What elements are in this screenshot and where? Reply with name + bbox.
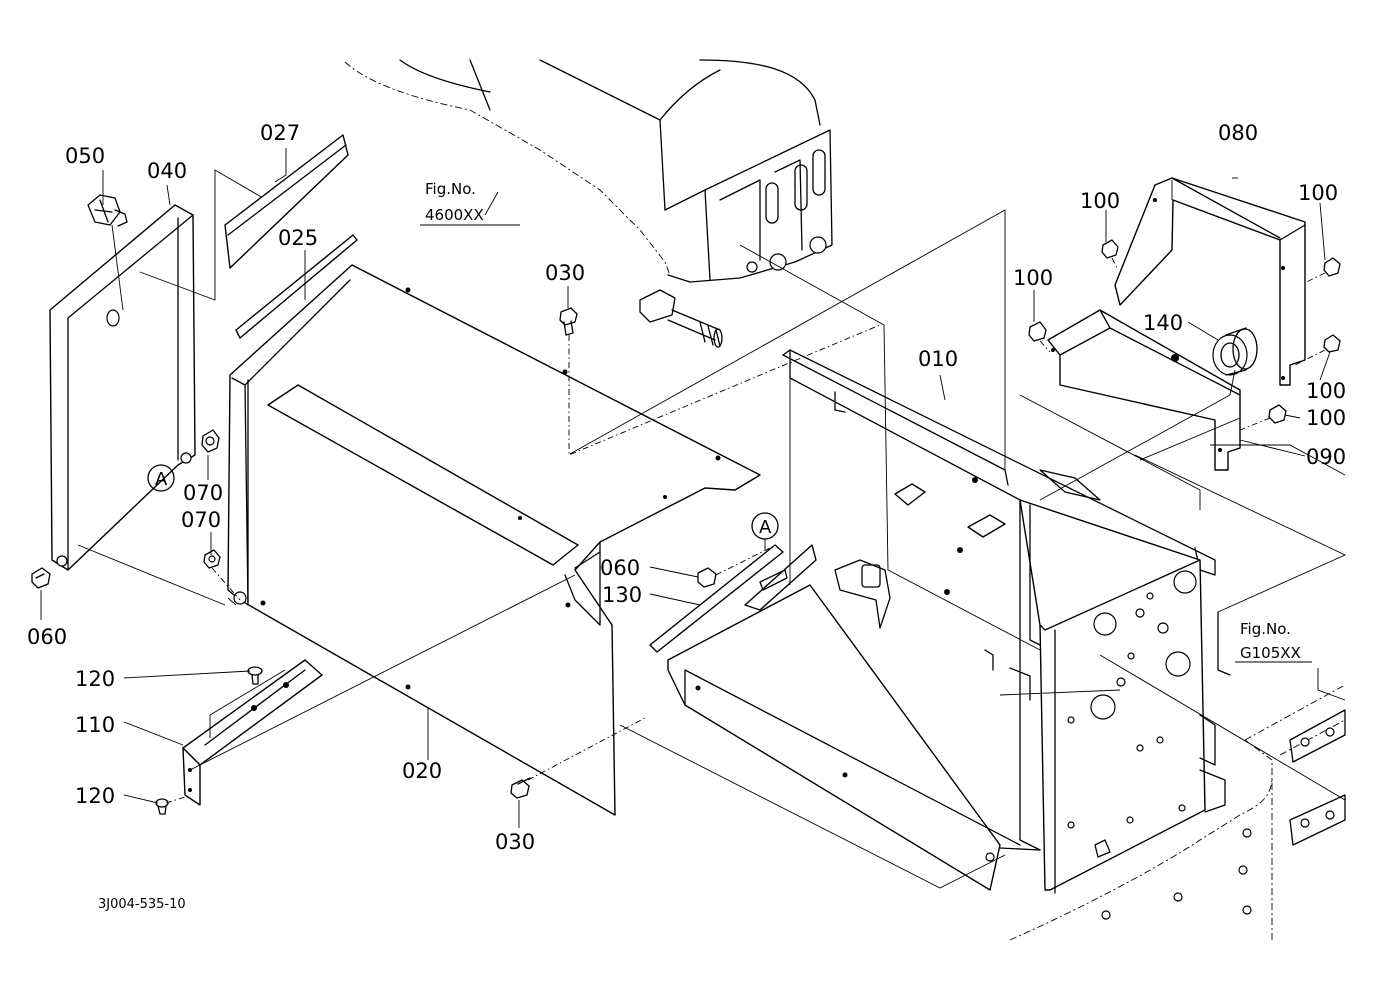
background-frame-ghost — [344, 59, 833, 348]
label-100-d: 100 — [1306, 379, 1346, 403]
label-020: 020 — [402, 759, 442, 783]
label-130: 130 — [602, 583, 642, 607]
fasteners — [31, 239, 1341, 815]
figure-ref-2-line1: Fig.No. — [1240, 620, 1291, 638]
part-040-side-panel — [49, 169, 276, 571]
part-010-box-frame — [667, 349, 1231, 894]
label-010: 010 — [918, 347, 958, 371]
part-130-seal-strip — [649, 544, 784, 653]
label-100-e: 100 — [1306, 406, 1346, 430]
connector-a-left: A — [147, 464, 175, 492]
connector-a-right: A — [751, 512, 779, 550]
label-100-b: 100 — [1298, 181, 1338, 205]
connector-a-right-label: A — [759, 517, 772, 538]
label-030-top: 030 — [545, 261, 585, 285]
label-060-left: 060 — [27, 625, 67, 649]
figure-ref-4600XX: Fig.No. 4600XX — [420, 180, 520, 226]
label-120-bottom: 120 — [75, 784, 115, 808]
figure-ref-1-line2: 4600XX — [425, 206, 484, 224]
label-025: 025 — [278, 226, 318, 250]
part-080-cover — [1114, 177, 1306, 386]
label-110: 110 — [75, 713, 115, 737]
part-025-seal — [235, 234, 358, 339]
part-027-plate — [224, 134, 349, 269]
part-050-latch — [87, 194, 128, 311]
label-060-mid: 060 — [600, 556, 640, 580]
figure-ref-2-line2: G105XX — [1240, 644, 1301, 662]
label-090: 090 — [1306, 445, 1346, 469]
figure-ref-G105XX: Fig.No. G105XX — [1235, 620, 1312, 663]
label-070-a: 070 — [183, 481, 223, 505]
leader-lines — [40, 148, 1346, 828]
ghost-frame-bottom-right — [1009, 684, 1346, 941]
connector-a-left-label: A — [155, 469, 168, 490]
label-100-c: 100 — [1013, 266, 1053, 290]
part-number-labels: 027 050 040 025 030 010 080 100 100 100 … — [27, 121, 1346, 854]
label-040: 040 — [147, 159, 187, 183]
label-120-top: 120 — [75, 667, 115, 691]
drawing-code: 3J004-535-10 — [98, 897, 186, 912]
figure-ref-1-line1: Fig.No. — [425, 180, 476, 198]
part-110-bracket — [182, 659, 323, 806]
label-080: 080 — [1218, 121, 1258, 145]
label-070-b: 070 — [181, 508, 221, 532]
label-100-a: 100 — [1080, 189, 1120, 213]
label-050: 050 — [65, 144, 105, 168]
assembly-lines — [77, 209, 1347, 889]
label-027: 027 — [260, 121, 300, 145]
part-090-bracket — [1047, 309, 1241, 471]
label-140: 140 — [1143, 311, 1183, 335]
label-030-bottom: 030 — [495, 830, 535, 854]
part-020-main-cover — [227, 264, 761, 816]
